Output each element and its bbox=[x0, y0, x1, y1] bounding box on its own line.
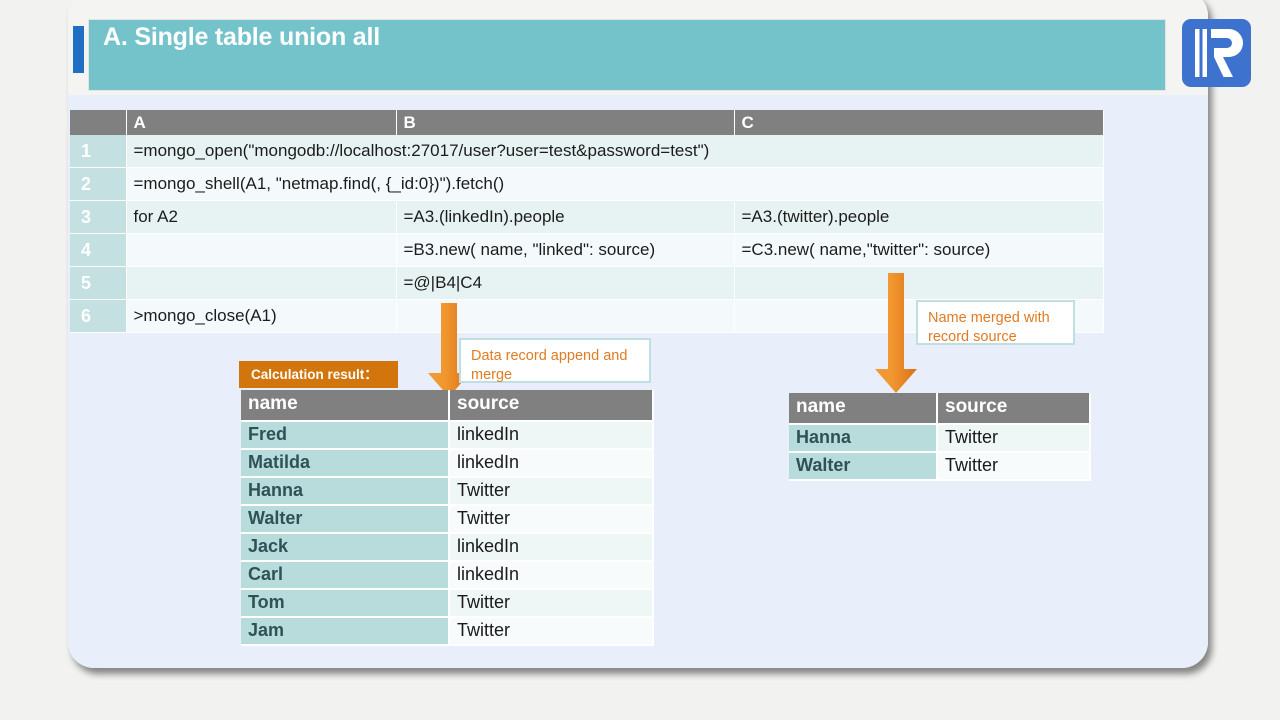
cell-name: Carl bbox=[241, 561, 450, 590]
code-spreadsheet: A B C 1 =mongo_open("mongodb://localhost… bbox=[70, 110, 1104, 333]
calculation-result-label: Calculation result： bbox=[239, 361, 398, 388]
cell-source: Twitter bbox=[449, 617, 654, 646]
row-header-4[interactable]: 4 bbox=[70, 233, 127, 267]
slide-title-bar bbox=[89, 20, 1165, 90]
cell-name: Tom bbox=[241, 589, 450, 618]
cell-a2-text: =mongo_shell(A1, "netmap.find(, {_id:0})… bbox=[133, 174, 505, 193]
cell-a1-text: =mongo_open("mongodb://localhost:27017/u… bbox=[133, 141, 710, 160]
cell-a3[interactable]: for A2 bbox=[126, 200, 397, 234]
title-accent-bar bbox=[73, 26, 84, 73]
table-row: Fred linkedIn bbox=[241, 421, 654, 450]
note-merge: Data record append and merge bbox=[459, 338, 651, 383]
cell-name: Matilda bbox=[241, 449, 450, 478]
cell-source: Twitter bbox=[449, 505, 654, 534]
result-table-left: name source Fred linkedIn Matilda linked… bbox=[241, 390, 654, 646]
cell-name: Hanna bbox=[789, 424, 938, 453]
down-arrow-source-icon bbox=[872, 273, 920, 400]
row-header-2[interactable]: 2 bbox=[70, 167, 127, 201]
table-row: Hanna Twitter bbox=[789, 424, 1091, 453]
spreadsheet-row: 3 for A2 =A3.(linkedIn).people =A3.(twit… bbox=[70, 200, 1104, 234]
cell-a1[interactable]: =mongo_open("mongodb://localhost:27017/u… bbox=[126, 135, 1104, 168]
cell-source: linkedIn bbox=[449, 561, 654, 590]
table-row: Walter Twitter bbox=[789, 452, 1091, 481]
cell-b5[interactable]: =@|B4|C4 bbox=[396, 266, 735, 300]
cell-source: Twitter bbox=[449, 589, 654, 618]
table-row: Carl linkedIn bbox=[241, 561, 654, 590]
row-header-6[interactable]: 6 bbox=[70, 299, 127, 333]
cell-b4[interactable]: =B3.new( name, "linked": source) bbox=[396, 233, 735, 267]
spreadsheet-row: 4 =B3.new( name, "linked": source) =C3.n… bbox=[70, 233, 1104, 267]
cell-name: Jam bbox=[241, 617, 450, 646]
cell-source: Twitter bbox=[937, 424, 1091, 453]
result-right-header-row: name source bbox=[789, 393, 1091, 425]
cell-c5[interactable] bbox=[734, 266, 1104, 300]
result-left-header-source: source bbox=[449, 390, 654, 422]
cell-name: Hanna bbox=[241, 477, 450, 506]
table-row: Jam Twitter bbox=[241, 617, 654, 646]
result-left-header-name: name bbox=[241, 390, 450, 422]
column-header-b[interactable]: B bbox=[396, 110, 735, 135]
spreadsheet-header-row: A B C bbox=[70, 110, 1104, 135]
cell-source: linkedIn bbox=[449, 533, 654, 562]
column-header-c[interactable]: C bbox=[734, 110, 1104, 135]
spreadsheet-row: 2 =mongo_shell(A1, "netmap.find(, {_id:0… bbox=[70, 167, 1104, 201]
spreadsheet-row: 5 =@|B4|C4 bbox=[70, 266, 1104, 300]
row-header-1[interactable]: 1 bbox=[70, 135, 127, 168]
column-header-a[interactable]: A bbox=[126, 110, 397, 135]
cell-a6[interactable]: >mongo_close(A1) bbox=[126, 299, 397, 333]
table-row: Jack linkedIn bbox=[241, 533, 654, 562]
cell-name: Walter bbox=[789, 452, 938, 481]
row-header-5[interactable]: 5 bbox=[70, 266, 127, 300]
sheet-corner bbox=[70, 110, 127, 135]
cell-a5[interactable] bbox=[126, 266, 397, 300]
cell-name: Jack bbox=[241, 533, 450, 562]
cell-name: Walter bbox=[241, 505, 450, 534]
table-row: Hanna Twitter bbox=[241, 477, 654, 506]
result-right-header-source: source bbox=[937, 393, 1091, 425]
page-title: A. Single table union all bbox=[103, 23, 380, 51]
cell-source: linkedIn bbox=[449, 421, 654, 450]
esproc-r-logo-icon bbox=[1182, 19, 1251, 87]
cell-source: Twitter bbox=[937, 452, 1091, 481]
result-left-header-row: name source bbox=[241, 390, 654, 422]
result-right-header-name: name bbox=[789, 393, 938, 425]
table-row: Tom Twitter bbox=[241, 589, 654, 618]
cell-a2[interactable]: =mongo_shell(A1, "netmap.find(, {_id:0})… bbox=[126, 167, 1104, 201]
result-table-right: name source Hanna Twitter Walter Twitter bbox=[789, 393, 1091, 481]
cell-source: linkedIn bbox=[449, 449, 654, 478]
row-header-3[interactable]: 3 bbox=[70, 200, 127, 234]
cell-a4[interactable] bbox=[126, 233, 397, 267]
cell-c3[interactable]: =A3.(twitter).people bbox=[734, 200, 1104, 234]
note-source: Name merged with record source bbox=[916, 300, 1075, 345]
cell-name: Fred bbox=[241, 421, 450, 450]
table-row: Matilda linkedIn bbox=[241, 449, 654, 478]
cell-c4[interactable]: =C3.new( name,"twitter": source) bbox=[734, 233, 1104, 267]
spreadsheet-row: 1 =mongo_open("mongodb://localhost:27017… bbox=[70, 135, 1104, 168]
cell-source: Twitter bbox=[449, 477, 654, 506]
cell-b3[interactable]: =A3.(linkedIn).people bbox=[396, 200, 735, 234]
table-row: Walter Twitter bbox=[241, 505, 654, 534]
